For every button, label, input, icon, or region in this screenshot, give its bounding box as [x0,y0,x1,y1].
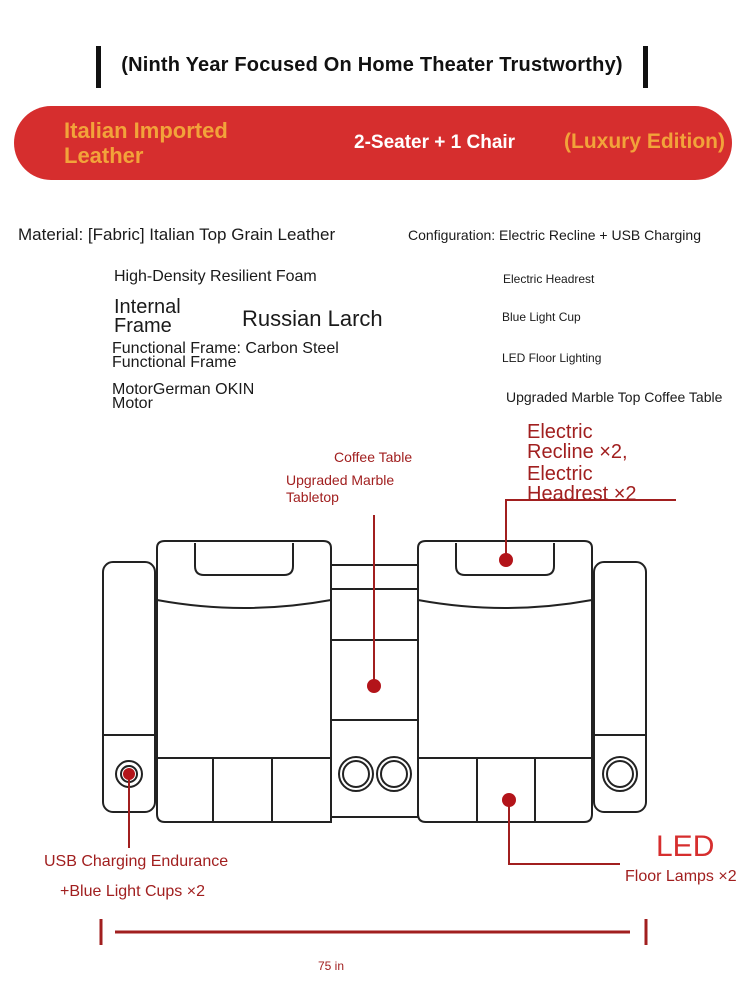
right-seat [417,540,593,823]
headrest-marker [499,553,513,567]
spec-functional-frame-sub: Functional Frame [112,354,237,371]
banner-edition: (Luxury Edition) [564,130,725,153]
spec-cup: Blue Light Cup [502,310,581,324]
left-headrest [194,543,294,576]
console-cup-holder-2-inner [380,760,408,788]
callout-usb: USB Charging Endurance [44,853,229,870]
callout-coffee-table: Coffee Table [334,449,413,465]
spec-motor: MotorGerman OKIN [112,381,255,398]
promo-banner: Italian Imported Leather 2-Seater + 1 Ch… [14,106,732,180]
banner-configuration: 2-Seater + 1 Chair [354,132,516,153]
callout-tabletop: Tabletop [286,489,339,505]
callout-cups: +Blue Light Cups ×2 [60,883,205,900]
right-cup-holder-inner [606,760,634,788]
usb-marker [123,768,135,780]
header-title: (Ninth Year Focused On Home Theater Trus… [121,54,623,76]
floor-lamp-marker [502,793,516,807]
console-cup-holder-2 [376,756,412,792]
spec-coffee-table: Upgraded Marble Top Coffee Table [506,389,723,405]
coffee-table-marker [367,679,381,693]
header-left-edge [96,46,101,88]
right-back-curve [417,599,593,609]
dimension-width: 75 in [318,959,345,973]
headrest-leader [505,499,676,560]
floor-lamp-leader [508,800,620,865]
spec-internal-frame-value: Russian Larch [242,306,383,331]
callout-electric-2: Electric [527,463,593,485]
right-cup-holder [602,756,638,792]
spec-internal-frame-label: Internal Frame [114,296,181,337]
spec-configuration: Configuration: Electric Recline + USB Ch… [408,227,701,243]
callout-marble: Upgraded Marble [286,472,395,488]
spec-functional-frame: Functional Frame: Carbon Steel [112,340,339,357]
header-right-edge [643,46,648,88]
callout-led: LED [656,830,715,863]
console-cup-holder-1-inner [342,760,370,788]
left-back-curve [156,599,332,609]
left-seat [156,540,332,823]
callout-floor-lamps: Floor Lamps ×2 [625,868,737,885]
right-headrest [455,543,555,576]
console-cup-holder-1 [338,756,374,792]
spec-headrest: Electric Headrest [503,272,595,286]
callout-electric: Electric [527,421,593,443]
spec-foam: High-Density Resilient Foam [114,268,317,285]
spec-material: Material: [Fabric] Italian Top Grain Lea… [18,225,336,244]
header-bar: (Ninth Year Focused On Home Theater Trus… [96,46,648,88]
spec-motor-sub: Motor [112,395,153,412]
callout-recline: Recline ×2, [527,441,628,463]
right-armrest [593,561,647,813]
spec-floor-lighting: LED Floor Lighting [502,351,602,365]
banner-leather: Italian Imported Leather [64,118,228,168]
